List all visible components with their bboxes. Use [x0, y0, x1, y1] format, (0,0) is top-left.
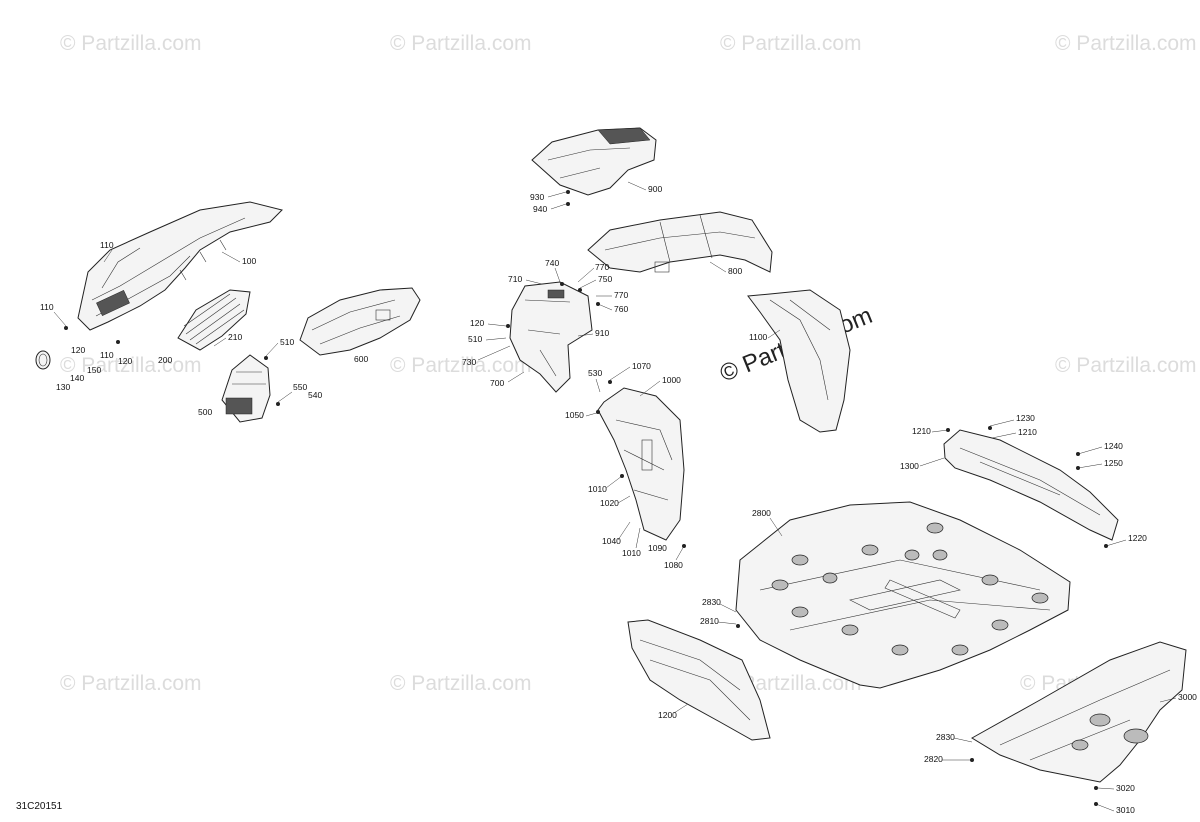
callout-110: 110: [100, 240, 114, 250]
callout-1210: 1210: [912, 426, 931, 436]
fastener-layer: [64, 190, 1108, 806]
callout-2830: 2830: [936, 732, 955, 742]
callout-710: 710: [508, 274, 522, 284]
callout-760: 760: [614, 304, 628, 314]
part-500-vent[interactable]: [221, 354, 271, 423]
callout-1010: 1010: [588, 484, 607, 494]
watermark: © Partzilla.com: [1055, 32, 1197, 55]
callout-1230: 1230: [1016, 413, 1035, 423]
callout-730: 730: [462, 357, 476, 367]
watermark: © Partzilla.com: [60, 672, 202, 695]
callout-layer: 110 100 110 120 110 120 150 140 130 200 …: [40, 181, 1197, 815]
callout-800: 800: [728, 266, 742, 276]
callout-3020: 3020: [1116, 783, 1135, 793]
watermark: © Partzilla.com: [390, 354, 532, 377]
callout-120: 120: [71, 345, 85, 355]
callout-740: 740: [545, 258, 559, 268]
callout-1050: 1050: [565, 410, 584, 420]
callout-700: 700: [490, 378, 504, 388]
part-700-bracket[interactable]: [509, 281, 593, 393]
watermark: © Partzilla.com: [60, 32, 202, 55]
callout-3000: 3000: [1178, 692, 1197, 702]
callout-2800: 2800: [752, 508, 771, 518]
callout-600: 600: [354, 354, 368, 364]
watermark: © Partzilla.com: [390, 32, 532, 55]
callout-130: 130: [56, 382, 70, 392]
part-1300-rail[interactable]: [943, 429, 1119, 541]
callout-1080: 1080: [664, 560, 683, 570]
watermark: © Partzilla.com: [1055, 354, 1197, 377]
callout-510: 510: [468, 334, 482, 344]
callout-210: 210: [228, 332, 242, 342]
part-100-dashboard[interactable]: [77, 201, 283, 331]
callout-1210: 1210: [1018, 427, 1037, 437]
callout-3010: 3010: [1116, 805, 1135, 815]
callout-1200: 1200: [658, 710, 677, 720]
part-1000-pillar[interactable]: [597, 387, 685, 541]
diagram-id-code: 31C20151: [16, 801, 63, 812]
callout-2820: 2820: [924, 754, 943, 764]
callout-120: 120: [118, 356, 132, 366]
part-1100-panel[interactable]: [747, 289, 851, 433]
part-200-grille[interactable]: [177, 289, 251, 351]
callout-500: 500: [198, 407, 212, 417]
callout-530: 530: [588, 368, 602, 378]
callout-2830: 2830: [702, 597, 721, 607]
callout-1070: 1070: [632, 361, 651, 371]
callout-750: 750: [598, 274, 612, 284]
callout-1020: 1020: [600, 498, 619, 508]
watermark: © Partzilla.com: [390, 672, 532, 695]
callout-110: 110: [100, 350, 114, 360]
part-130-ring[interactable]: [35, 350, 51, 370]
callout-1040: 1040: [602, 536, 621, 546]
callout-900: 900: [648, 184, 662, 194]
callout-120: 120: [470, 318, 484, 328]
callout-540: 540: [308, 390, 322, 400]
callout-770: 770: [614, 290, 628, 300]
callout-110: 110: [40, 302, 54, 312]
callout-930: 930: [530, 192, 544, 202]
callout-1220: 1220: [1128, 533, 1147, 543]
callout-1000: 1000: [662, 375, 681, 385]
callout-140: 140: [70, 373, 84, 383]
callout-550: 550: [293, 382, 307, 392]
callout-100: 100: [242, 256, 256, 266]
part-2800-floor[interactable]: [735, 501, 1071, 689]
callout-150: 150: [87, 365, 101, 375]
callout-1100: 1100: [749, 332, 768, 342]
callout-1010: 1010: [622, 548, 641, 558]
callout-940: 940: [533, 204, 547, 214]
callout-510: 510: [280, 337, 294, 347]
part-800-panel[interactable]: [587, 211, 773, 273]
callout-2810: 2810: [700, 616, 719, 626]
callout-1090: 1090: [648, 543, 667, 553]
callout-200: 200: [158, 355, 172, 365]
watermark: © Partzilla.com: [720, 32, 862, 55]
part-1200-panel[interactable]: [627, 619, 771, 741]
callout-1250: 1250: [1104, 458, 1123, 468]
callout-1300: 1300: [900, 461, 919, 471]
callout-910: 910: [595, 328, 609, 338]
part-3000-skid[interactable]: [971, 641, 1187, 783]
part-900-cover[interactable]: [531, 127, 657, 196]
callout-770: 770: [595, 262, 609, 272]
part-600-bracket[interactable]: [299, 287, 421, 356]
callout-1240: 1240: [1104, 441, 1123, 451]
watermark: © Partzilla.com: [60, 354, 202, 377]
